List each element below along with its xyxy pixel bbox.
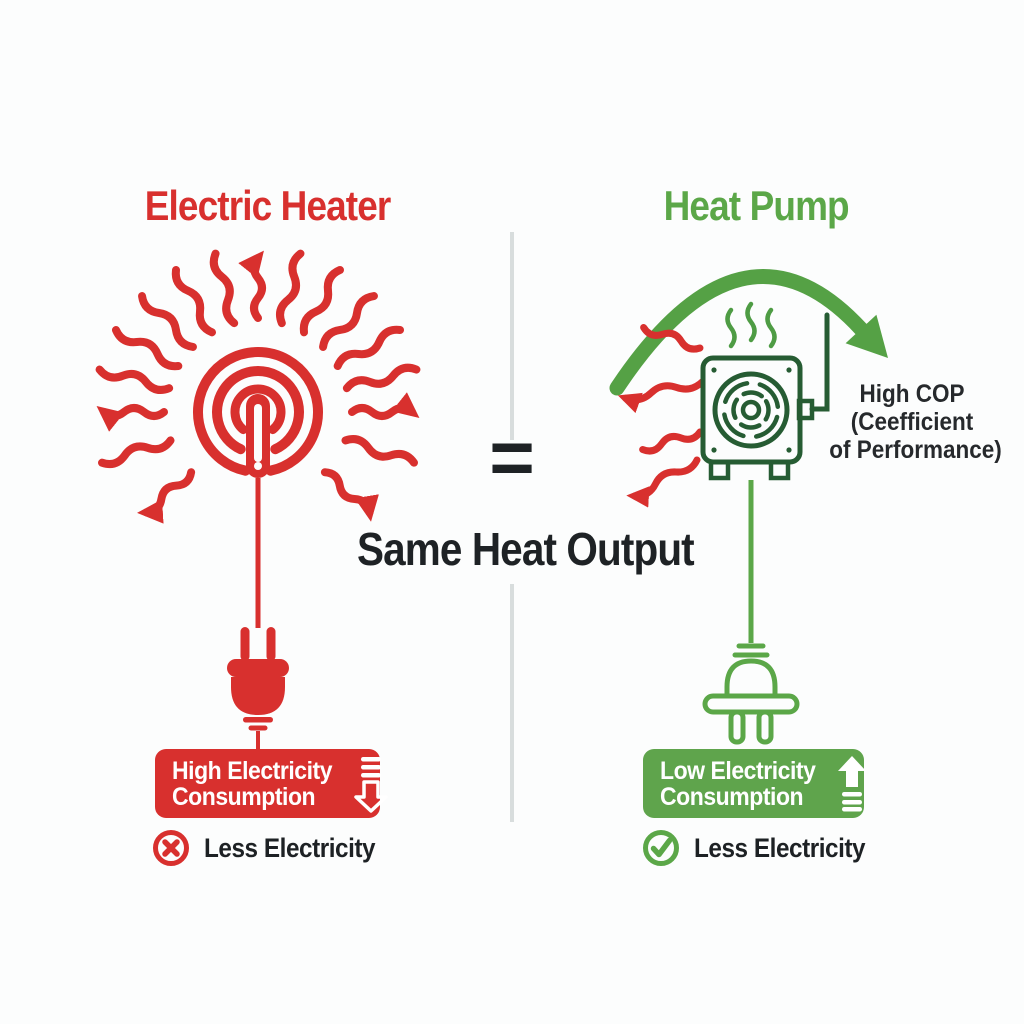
less-electricity-label: Less Electricity bbox=[204, 832, 376, 863]
less-electricity-note-left: Less Electricity bbox=[152, 828, 394, 868]
down-arrow-icon bbox=[354, 756, 388, 813]
heat-wave-icon bbox=[725, 301, 777, 349]
power-plug-filled-icon bbox=[227, 627, 289, 749]
cop-line-1: High COP bbox=[859, 380, 965, 408]
heat-pump-unit-icon bbox=[700, 312, 830, 481]
less-electricity-note-right: Less Electricity bbox=[642, 828, 884, 868]
power-plug-outline-icon bbox=[702, 643, 800, 745]
center-divider-top bbox=[510, 232, 514, 440]
high-consumption-badge: High Electricity Consumption bbox=[155, 749, 388, 818]
equals-sign: = bbox=[489, 413, 535, 501]
center-divider-bottom bbox=[510, 584, 514, 822]
heat-pump-title: Heat Pump bbox=[663, 182, 849, 229]
high-consumption-label: High Electricity Consumption bbox=[172, 756, 333, 811]
same-heat-output-label: Same Heat Output bbox=[356, 523, 695, 575]
same-heat-output-heading: Same Heat Output bbox=[334, 522, 704, 576]
cross-circle-icon bbox=[153, 830, 189, 866]
cop-line-2: (Ceefficient bbox=[850, 408, 974, 436]
heater-element bbox=[193, 347, 323, 478]
low-consumption-label: Low Electricity Consumption bbox=[660, 756, 816, 811]
electric-heater-title: Electric Heater bbox=[145, 182, 392, 229]
red-heat-arrows-icon bbox=[617, 323, 706, 508]
cop-arc-arrow-icon bbox=[609, 269, 888, 396]
check-circle-icon bbox=[643, 830, 679, 866]
cop-line-3: of Performance) bbox=[829, 436, 1002, 464]
high-cop-annotation: High COP (Ceefficient of Performance) bbox=[820, 380, 1004, 464]
heat-rays bbox=[95, 249, 421, 524]
up-arrow-icon bbox=[837, 755, 866, 811]
low-consumption-badge: Low Electricity Consumption bbox=[643, 749, 866, 818]
radiating-heater-icon bbox=[95, 249, 421, 524]
less-electricity-label: Less Electricity bbox=[694, 832, 866, 863]
